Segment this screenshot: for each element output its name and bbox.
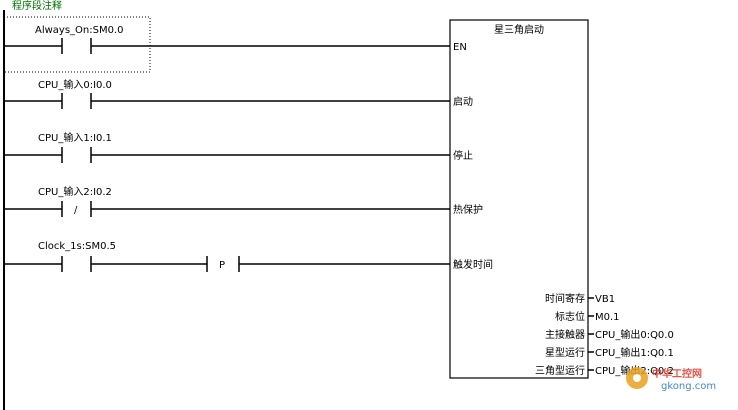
edge-symbol: P [219, 260, 225, 271]
output-value-flag[interactable]: M0.1 [595, 312, 620, 323]
input-pin-thermal: 热保护 [453, 203, 483, 216]
output-assignments: VB1 M0.1 CPU_输出0:Q0.0 CPU_输出1:Q0.1 CPU_输… [588, 294, 674, 377]
input-pin-start: 启动 [453, 95, 473, 108]
selection-box [3, 16, 151, 73]
input-pin-trigger: 触发时间 [453, 258, 493, 271]
output-pin-main: 主接触器 [545, 328, 585, 341]
output-pin-star: 星型运行 [545, 346, 585, 359]
watermark-name: 中华工控网 [652, 367, 702, 380]
contact-clock[interactable]: Clock_1s:SM0.5 [4, 241, 207, 272]
output-value-timer[interactable]: VB1 [595, 294, 615, 305]
function-block[interactable]: 星三角启动 EN 启动 停止 热保护 触发时间 时间寄存 标志位 主接触器 星型… [449, 19, 589, 379]
contact-label: CPU_输入0:I0.0 [38, 78, 112, 91]
contact-always-on[interactable]: Always_On:SM0.0 [4, 25, 450, 54]
input-pin-stop: 停止 [453, 149, 473, 162]
output-value-star[interactable]: CPU_输出1:Q0.1 [595, 346, 674, 359]
output-pin-delta: 三角型运行 [535, 364, 585, 377]
block-frame [449, 19, 589, 379]
contact-label: Clock_1s:SM0.5 [38, 241, 116, 252]
contact-stop-input[interactable]: CPU_输入1:I0.1 [4, 131, 450, 163]
contact-thermal-input[interactable]: CPU_输入2:I0.2 / [4, 185, 450, 217]
input-pin-en: EN [453, 42, 467, 53]
network-comment: 程序段注释 [12, 0, 62, 12]
watermark-url: gkong.com [661, 381, 716, 392]
output-pin-timer: 时间寄存 [545, 292, 585, 305]
output-pin-flag: 标志位 [555, 310, 585, 323]
contact-start-input[interactable]: CPU_输入0:I0.0 [4, 78, 450, 109]
output-value-main[interactable]: CPU_输出0:Q0.0 [595, 328, 674, 341]
watermark-logo: 中华工控网 gkong.com [626, 367, 716, 392]
contact-label: CPU_输入2:I0.2 [38, 185, 112, 198]
contact-label: CPU_输入1:I0.1 [38, 131, 112, 144]
contact-label: Always_On:SM0.0 [35, 25, 124, 36]
positive-edge-contact[interactable]: P [206, 256, 450, 272]
block-title: 星三角启动 [494, 23, 544, 36]
nc-slash: / [74, 205, 78, 216]
